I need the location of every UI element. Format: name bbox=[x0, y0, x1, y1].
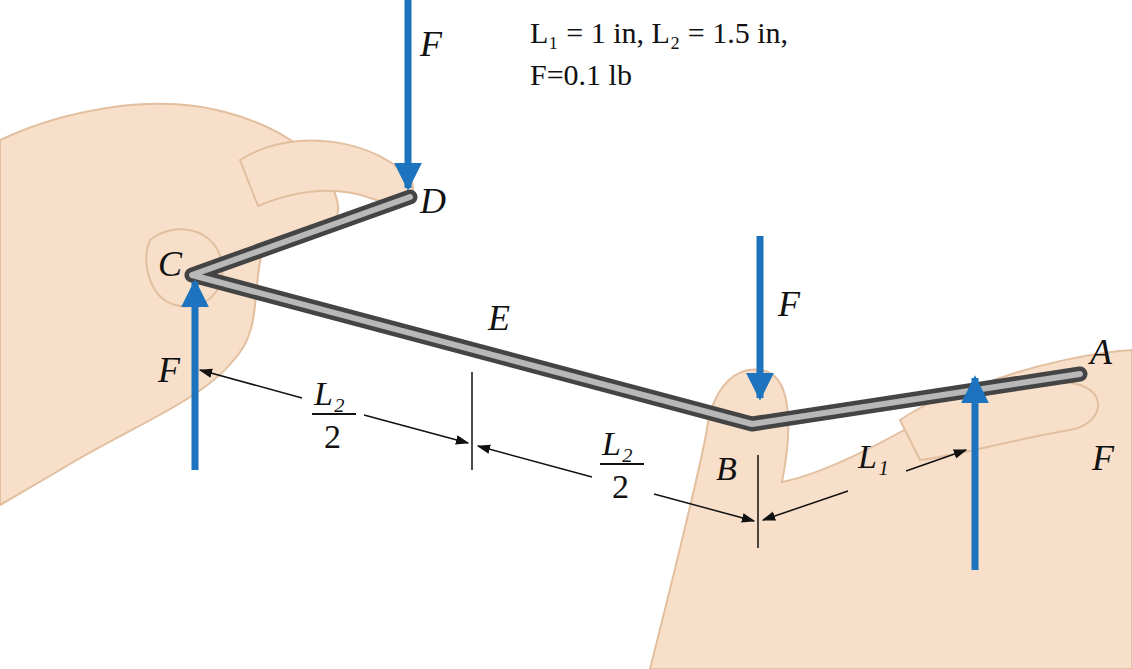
force-label: F bbox=[158, 352, 180, 388]
dimension-line bbox=[200, 370, 966, 548]
hex-wrench bbox=[192, 197, 1080, 424]
point-label: A bbox=[1090, 334, 1112, 370]
point-label: D bbox=[420, 183, 446, 219]
dimension-denominator: 2 bbox=[612, 470, 629, 504]
left-hand bbox=[0, 104, 413, 505]
point-label: E bbox=[488, 300, 510, 336]
dimension-numerator: L₂ bbox=[314, 377, 345, 411]
point-label: C bbox=[158, 246, 182, 282]
force-label: F bbox=[420, 26, 442, 62]
force-arrow bbox=[195, 0, 975, 570]
dimension-numerator: L₂ bbox=[602, 427, 633, 461]
given-force: F=0.1 lb bbox=[530, 60, 632, 90]
force-label: F bbox=[1092, 440, 1114, 476]
point-label: B bbox=[716, 452, 737, 486]
dimension-denominator: 2 bbox=[324, 420, 341, 454]
dimension-label: L₁ bbox=[858, 440, 889, 474]
given-values: L₁ = 1 in, L₂ = 1.5 in, bbox=[530, 18, 788, 48]
force-label: F bbox=[778, 286, 800, 322]
